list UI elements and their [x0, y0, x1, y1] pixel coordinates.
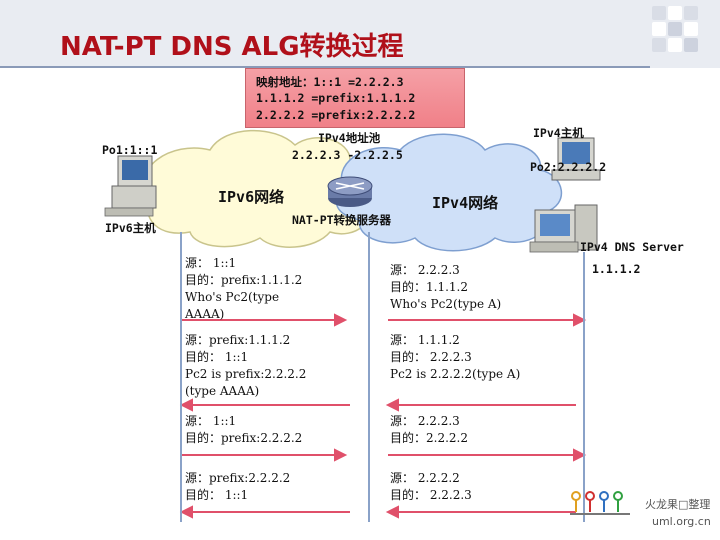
message-line: 源： 1.1.1.2 [390, 333, 460, 347]
ipv6-host-computer-icon [104, 155, 157, 217]
dns-server-address: 1.1.1.2 [592, 262, 641, 276]
address-pool-label: IPv4地址池 [318, 131, 381, 145]
message-line: 目的：1.1.1.2 [390, 280, 468, 294]
message-3-ipv4: 源： 2.2.2.3 目的：2.2.2.2 [390, 413, 468, 447]
message-line: 源：prefix:2.2.2.2 [185, 471, 291, 485]
message-3-ipv6: 源： 1::1 目的：prefix:2.2.2.2 [185, 413, 302, 447]
message-line: 目的：prefix:1.1.1.2 [185, 273, 303, 287]
pc2-address: Po2:2.2.2.2 [530, 160, 607, 174]
message-line: Who's Pc2(type A) [390, 297, 502, 311]
pc1-address: Po1:1::1 [102, 143, 158, 157]
dns-server-label: IPv4 DNS Server [580, 240, 684, 254]
logo-text-1: 火龙果□整理 [645, 498, 711, 511]
decorative-grid-icon [652, 6, 712, 66]
message-line: 源： 2.2.2.3 [390, 263, 460, 277]
ipv4-host-computer-icon [551, 137, 601, 181]
message-line: (type AAAA) [185, 384, 260, 398]
ipv6-host-label: IPv6主机 [105, 221, 156, 235]
message-line: 目的： 1::1 [185, 350, 249, 364]
message-4-ipv4: 源： 2.2.2.2 目的： 2.2.2.3 [390, 470, 472, 504]
message-line: AAAA) [185, 307, 225, 321]
logo-text-2: uml.org.cn [652, 515, 711, 528]
message-line: 源： 2.2.2.2 [390, 471, 460, 485]
message-line: 目的： 1::1 [185, 488, 249, 502]
message-line: Pc2 is prefix:2.2.2.2 [185, 367, 307, 381]
ipv4-lifeline [583, 252, 585, 522]
router-icon [327, 176, 373, 207]
ipv4-cloud [335, 133, 562, 252]
ipv6-host-lifeline [180, 232, 182, 522]
mapping-line-1: 映射地址：1::1 =2.2.2.3 [256, 75, 404, 89]
router-lifeline [368, 232, 370, 522]
mapping-line-3: 2.2.2.2 =prefix:2.2.2.2 [256, 108, 416, 122]
message-line: Pc2 is 2.2.2.2(type A) [390, 367, 521, 381]
ipv6-network-label: IPv6网络 [218, 188, 285, 206]
message-arrows [179, 313, 587, 519]
message-line: 源：prefix:1.1.1.2 [185, 333, 291, 347]
message-line: 目的：prefix:2.2.2.2 [185, 431, 303, 445]
page-title: NAT-PT DNS ALG转换过程 [60, 32, 404, 62]
message-1-ipv4: 源： 2.2.2.3 目的：1.1.1.2 Who's Pc2(type A) [390, 262, 501, 313]
ipv4-network-label: IPv4网络 [432, 194, 499, 212]
dns-server-computer-icon [529, 204, 598, 253]
logo-figures-icon [570, 491, 630, 515]
router-label: NAT-PT转换服务器 [292, 213, 392, 227]
message-line: Who's Pc2(type [185, 290, 280, 304]
ipv4-host-label: IPv4主机 [533, 126, 584, 140]
message-line: 目的：2.2.2.2 [390, 431, 468, 445]
title-underline [0, 66, 650, 68]
message-line: 目的： 2.2.2.3 [390, 488, 472, 502]
message-4-ipv6: 源：prefix:2.2.2.2 目的： 1::1 [185, 470, 290, 504]
address-pool-range: 2.2.2.3 -2.2.2.5 [292, 148, 403, 162]
title-bar [0, 0, 720, 68]
mapping-line-2: 1.1.1.2 =prefix:1.1.1.2 [256, 91, 416, 105]
message-2-ipv4: 源： 1.1.1.2 目的： 2.2.2.3 Pc2 is 2.2.2.2(ty… [390, 332, 520, 383]
message-line: 源： 1::1 [185, 414, 237, 428]
message-1-ipv6: 源： 1::1 目的：prefix:1.1.1.2 Who's Pc2(type… [185, 255, 302, 323]
message-line: 源： 2.2.2.3 [390, 414, 460, 428]
message-line: 源： 1::1 [185, 256, 237, 270]
message-line: 目的： 2.2.2.3 [390, 350, 472, 364]
message-2-ipv6: 源：prefix:1.1.1.2 目的： 1::1 Pc2 is prefix:… [185, 332, 306, 400]
address-mapping-box: 映射地址：1::1 =2.2.2.3 1.1.1.2 =prefix:1.1.1… [245, 68, 465, 128]
